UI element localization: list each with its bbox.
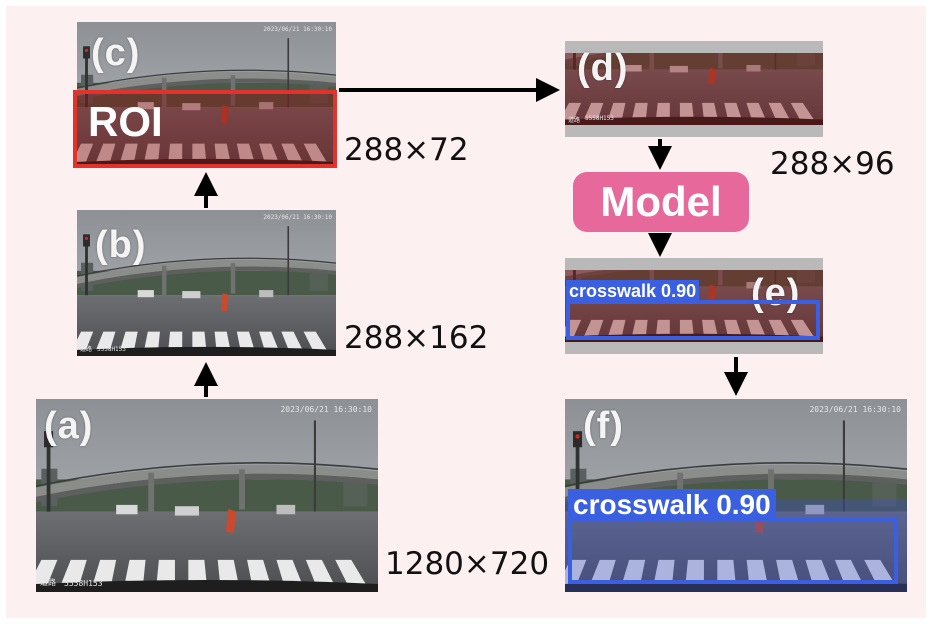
panel-d-plate: 5558H153	[585, 115, 614, 122]
roi-box	[73, 90, 337, 168]
panel-c-size: 288×72	[344, 132, 469, 168]
panel-a-size: 1280×720	[385, 546, 550, 582]
panel-f-timestamp: 2023/06/21 16:30:10	[809, 405, 901, 414]
panel-b-image: 2023/06/21 16:30:10 道路 5558H153 (b)	[77, 210, 336, 356]
panel-a-label: (a)	[44, 405, 94, 447]
panel-c-timestamp: 2023/06/21 16:30:10	[263, 26, 332, 33]
panel-b-plate: 5558H153	[97, 346, 126, 353]
panel-a-road: 道路	[40, 578, 56, 587]
panel-b-road: 道路	[80, 346, 93, 353]
panel-f-label: (f)	[583, 405, 624, 447]
panel-d-label: (d)	[577, 47, 629, 89]
panel-a-plate: 5558H153	[64, 579, 103, 588]
panel-b-timestamp: 2023/06/21 16:30:10	[263, 214, 332, 221]
roi-label: ROI	[88, 98, 163, 145]
panel-a-timestamp: 2023/06/21 16:30:10	[280, 405, 372, 414]
panel-b-label: (b)	[95, 224, 147, 266]
model-box: Model	[573, 172, 749, 232]
panel-c-label: (c)	[91, 32, 141, 74]
panel-d-image: 道路 5558H153 (d)	[565, 41, 823, 137]
panel-e-detection-label: crosswalk 0.90	[566, 280, 700, 302]
panel-d-road: 道路	[568, 117, 581, 124]
panel-d-size: 288×96	[770, 146, 895, 182]
panel-e-detection-box	[566, 300, 820, 340]
panel-a-image: 2023/06/21 16:30:10 道路 5558H153 (a)	[36, 399, 378, 592]
panel-f-detection-label: crosswalk 0.90	[568, 489, 776, 521]
panel-b-size: 288×162	[344, 320, 489, 356]
panel-e-label: (e)	[751, 272, 801, 314]
panel-c-image: 2023/06/21 16:30:10 (c)	[77, 22, 336, 168]
